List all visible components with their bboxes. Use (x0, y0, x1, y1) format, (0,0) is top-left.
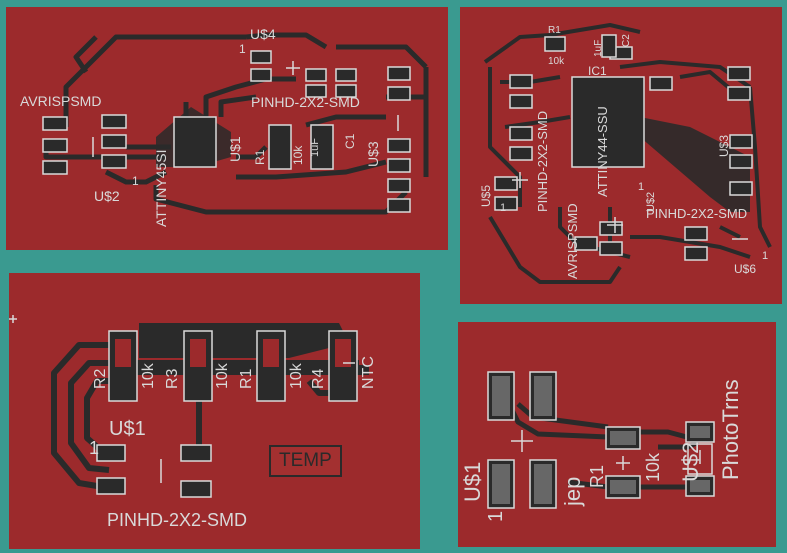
board-2-traces (483, 23, 772, 284)
pin-1-label: 1 (762, 250, 769, 262)
capacitor-c1-value: 1uF (309, 138, 321, 157)
resistor-r1-value: 10k (288, 363, 305, 389)
pin-1-label: 1 (638, 181, 645, 193)
resistor-r3-value: 10k (214, 363, 231, 389)
pin-1-label: 1 (239, 42, 246, 56)
part-label-u2: U$2 (94, 188, 120, 204)
resistor-r1-value: 10k (548, 56, 565, 67)
part-label-avrispsmd: AVRISPSMD (20, 93, 102, 109)
part-label-pinhd-b: PINHD-2X2-SMD (646, 206, 748, 221)
part-label-u3: U$3 (717, 134, 731, 157)
capacitor-c2-label: C2 (621, 34, 632, 47)
part-label-avrispsmd: AVRISPSMD (565, 203, 580, 279)
part-label-attiny44: ATTINY44-SSU (595, 106, 610, 197)
part-label-ic1: IC1 (588, 64, 607, 78)
pin-1-label: 1 (485, 510, 507, 522)
resistor-r2-value: 10k (140, 363, 157, 389)
resistor-r1-value: 10k (291, 145, 305, 165)
capacitor-c2-value: 1uF (593, 39, 604, 57)
resistor-r2-label: R2 (92, 368, 109, 389)
resistor-r1-label: R1 (587, 464, 607, 488)
resistor-r1-label: R1 (253, 149, 267, 165)
pcb-board-4: PhotoTrns U$2 U$1 1 jep R1 10k (458, 322, 776, 547)
part-label-u6: U$6 (734, 262, 757, 276)
part-label-u1: U$1 (109, 418, 146, 440)
part-label-u5: U$5 (479, 184, 493, 207)
pin-1-label: 1 (500, 202, 507, 214)
pin-1-label: 1 (132, 174, 139, 188)
resistor-r3-label: R3 (164, 368, 181, 389)
part-label-u2: U$2 (645, 191, 657, 212)
part-label-u4: U$4 (250, 26, 276, 42)
resistor-r1-value: 10k (643, 452, 663, 482)
pin-1-label: 1 (89, 438, 100, 458)
part-label-pinhd: PINHD-2X2-SMD (251, 94, 360, 110)
temp-label-box: TEMP (269, 445, 342, 477)
capacitor-c1-label: C1 (343, 133, 357, 149)
resistor-r1-label: R1 (548, 25, 561, 36)
part-label-pinhd-a: PINHD-2X2-SMD (535, 110, 550, 212)
thermistor-ntc-label: NTC (360, 356, 377, 389)
part-label-u2: U$2 (678, 441, 703, 482)
board-1-traces (42, 32, 429, 215)
part-label-u1: U$1 (227, 136, 243, 162)
part-label-phototransistor: PhotoTrns (718, 379, 743, 480)
resistor-r1-label: R1 (238, 368, 255, 389)
pcb-board-2: R1 10k 1uF C2 IC1 ATTINY44-SSU PINHD-2X2… (460, 7, 782, 304)
part-label-pinhd: PINHD-2X2-SMD (107, 510, 248, 530)
resistor-r4-label: R4 (310, 368, 327, 389)
pcb-board-3: R2 10k R3 10k R1 10k R4 NTC U$1 1 TEMP P… (9, 273, 420, 549)
pcb-board-1: U$4 1 AVRISPSMD PINHD-2X2-SMD 1 U$2 ATTI… (6, 7, 448, 250)
part-label-u3: U$3 (365, 141, 381, 167)
board-4-traces (487, 371, 715, 509)
part-label-attiny45: ATTINY45SI (153, 149, 169, 227)
board-3-traces (9, 315, 369, 498)
part-label-u1: U$1 (460, 461, 485, 502)
jumper-label: jep (560, 476, 585, 506)
